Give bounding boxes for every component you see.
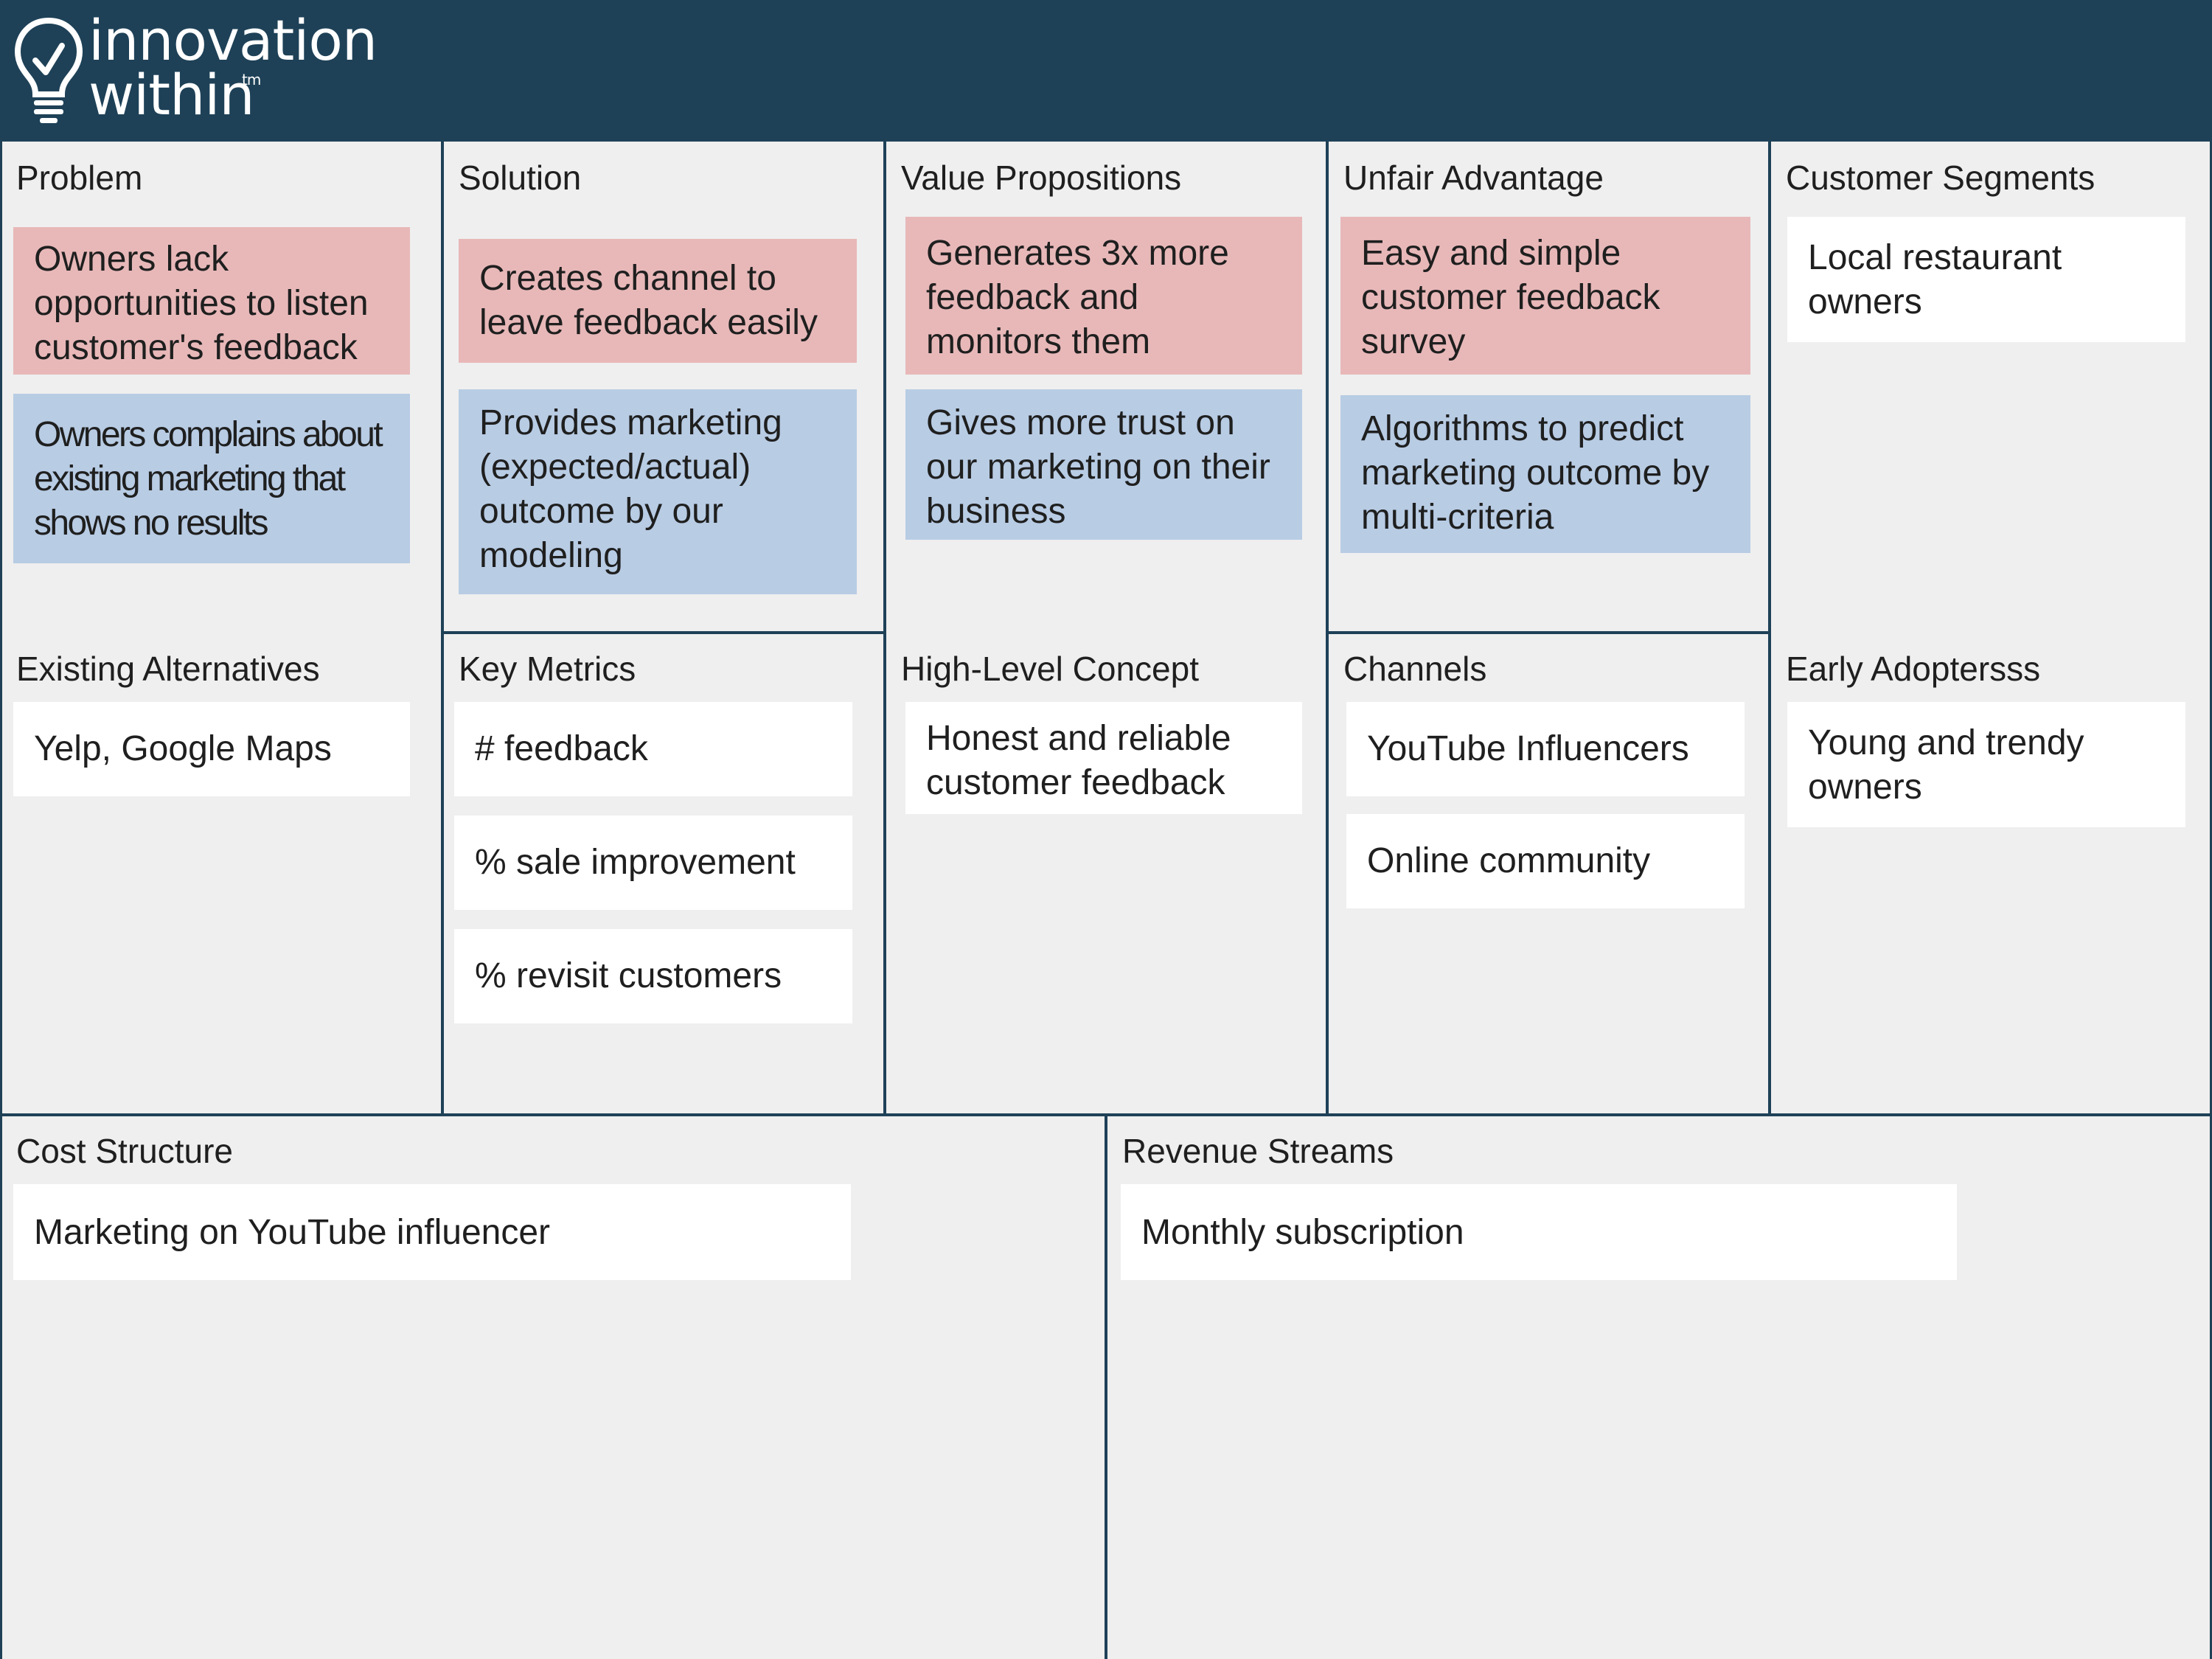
note-text: Easy and simple customer feedback survey bbox=[1361, 234, 1660, 361]
problem-note-2[interactable]: Owners complains about existing marketin… bbox=[13, 394, 410, 563]
note-text: Algorithms to predict marketing outcome … bbox=[1361, 409, 1710, 537]
channels-note-2[interactable]: Online community bbox=[1346, 814, 1745, 908]
note-text: Online community bbox=[1367, 841, 1651, 880]
unfair-advantage-note-1[interactable]: Easy and simple customer feedback survey bbox=[1340, 217, 1750, 375]
existing-alternatives-title: Existing Alternatives bbox=[16, 650, 320, 688]
divider-v-bottom bbox=[1105, 1115, 1107, 1659]
divider-v1 bbox=[441, 142, 444, 1115]
brand-line-1: innovation bbox=[88, 7, 378, 73]
customer-segments-note-1[interactable]: Local restaurant owners bbox=[1787, 217, 2185, 342]
divider-v2 bbox=[883, 142, 886, 1115]
value-propositions-note-2[interactable]: Gives more trust on our marketing on the… bbox=[905, 389, 1302, 540]
value-propositions-note-1[interactable]: Generates 3x more feedback and monitors … bbox=[905, 217, 1302, 375]
note-text: Young and trendy owners bbox=[1808, 723, 2084, 807]
note-text: Marketing on YouTube influencer bbox=[34, 1213, 551, 1252]
note-text: % revisit customers bbox=[475, 956, 782, 995]
channels-note-1[interactable]: YouTube Influencers bbox=[1346, 702, 1745, 796]
trademark-mark: tm bbox=[242, 71, 261, 88]
problem-title: Problem bbox=[16, 159, 143, 197]
early-adopters-note-1[interactable]: Young and trendy owners bbox=[1787, 702, 2185, 827]
solution-title: Solution bbox=[459, 159, 582, 197]
unfair-advantage-note-2[interactable]: Algorithms to predict marketing outcome … bbox=[1340, 395, 1750, 553]
problem-note-1[interactable]: Owners lack opportunities to listen cust… bbox=[13, 227, 410, 375]
lightbulb-check-icon bbox=[14, 17, 83, 123]
brand-line-2: within bbox=[88, 62, 255, 128]
note-text: # feedback bbox=[475, 729, 648, 768]
divider-h-solution bbox=[442, 631, 885, 634]
channels-title: Channels bbox=[1343, 650, 1487, 688]
high-level-concept-title: High-Level Concept bbox=[901, 650, 1200, 688]
note-text: Owners lack opportunities to listen cust… bbox=[34, 240, 369, 367]
note-text: % sale improvement bbox=[475, 843, 796, 882]
customer-segments-title: Customer Segments bbox=[1786, 159, 2096, 197]
cost-structure-title: Cost Structure bbox=[16, 1132, 233, 1170]
cost-structure-note-1[interactable]: Marketing on YouTube influencer bbox=[13, 1184, 851, 1280]
divider-v4 bbox=[1768, 142, 1771, 1115]
key-metrics-note-3[interactable]: % revisit customers bbox=[454, 929, 852, 1023]
revenue-streams-note-1[interactable]: Monthly subscription bbox=[1121, 1184, 1957, 1280]
brand-logo: innovation within tm bbox=[13, 13, 397, 131]
note-text: Yelp, Google Maps bbox=[34, 729, 332, 768]
border-left bbox=[0, 142, 2, 1659]
note-text: Local restaurant owners bbox=[1808, 238, 2062, 321]
note-text: YouTube Influencers bbox=[1367, 729, 1689, 768]
key-metrics-title: Key Metrics bbox=[459, 650, 636, 688]
value-propositions-title: Value Propositions bbox=[901, 159, 1182, 197]
high-level-concept-note-1[interactable]: Honest and reliable customer feedback bbox=[905, 702, 1302, 814]
key-metrics-note-1[interactable]: # feedback bbox=[454, 702, 852, 796]
border-right bbox=[2210, 142, 2212, 1659]
note-text: Provides marketing (expected/actual) out… bbox=[479, 403, 782, 575]
solution-note-1[interactable]: Creates channel to leave feedback easily bbox=[459, 239, 857, 363]
note-text: Honest and reliable customer feedback bbox=[926, 719, 1231, 802]
early-adopters-title: Early Adoptersss bbox=[1786, 650, 2041, 688]
revenue-streams-title: Revenue Streams bbox=[1122, 1132, 1394, 1170]
header-bar: innovation within tm bbox=[0, 0, 2212, 142]
note-text: Gives more trust on our marketing on the… bbox=[926, 403, 1270, 531]
existing-alternatives-note-1[interactable]: Yelp, Google Maps bbox=[13, 702, 410, 796]
brand-wordmark: innovation within tm bbox=[88, 7, 378, 128]
note-text: Creates channel to leave feedback easily bbox=[479, 259, 818, 342]
unfair-advantage-title: Unfair Advantage bbox=[1343, 159, 1604, 197]
solution-note-2[interactable]: Provides marketing (expected/actual) out… bbox=[459, 389, 857, 594]
note-text: Generates 3x more feedback and monitors … bbox=[926, 234, 1229, 361]
divider-h-advantage bbox=[1327, 631, 1770, 634]
key-metrics-note-2[interactable]: % sale improvement bbox=[454, 815, 852, 910]
note-text: Owners complains about existing marketin… bbox=[34, 415, 383, 543]
divider-v3 bbox=[1326, 142, 1329, 1115]
note-text: Monthly subscription bbox=[1141, 1213, 1464, 1252]
